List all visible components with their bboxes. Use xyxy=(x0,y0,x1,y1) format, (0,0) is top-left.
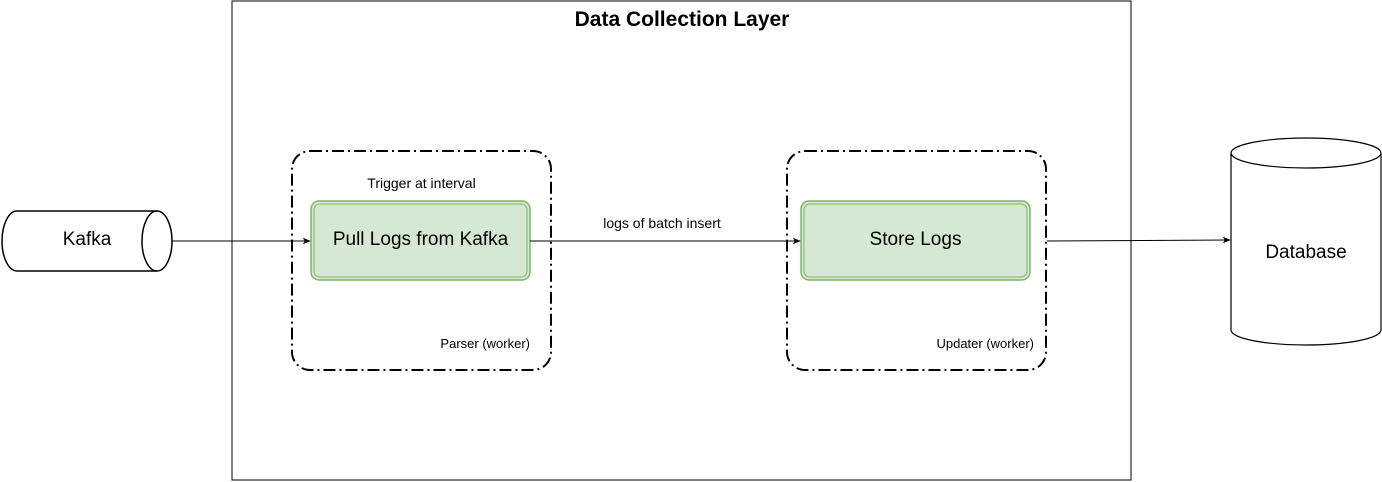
database-cylinder-top xyxy=(1230,152,1382,169)
kafka-queue-node xyxy=(1,210,173,272)
pull-logs-label: Pull Logs from Kafka xyxy=(332,229,509,250)
updater-worker-label: Updater (worker) xyxy=(936,336,1034,351)
edge-label: logs of batch insert xyxy=(603,215,721,231)
database-cylinder-body xyxy=(1230,137,1382,346)
updater-to-database-arrow xyxy=(1046,236,1231,244)
parser-worker-label: Parser (worker) xyxy=(440,336,530,351)
database-node xyxy=(1230,137,1382,346)
database-label: Database xyxy=(1265,242,1347,263)
parser-worker-boundary xyxy=(291,150,552,371)
kafka-label: Kafka xyxy=(62,229,112,250)
layer-title: Data Collection Layer xyxy=(574,8,790,31)
parser-trigger-label: Trigger at interval xyxy=(367,175,476,191)
store-logs-label: Store Logs xyxy=(869,229,962,250)
updater-worker-boundary xyxy=(786,150,1047,371)
kafka-cylinder-end xyxy=(141,210,158,272)
store-logs-process-box xyxy=(800,200,1031,281)
